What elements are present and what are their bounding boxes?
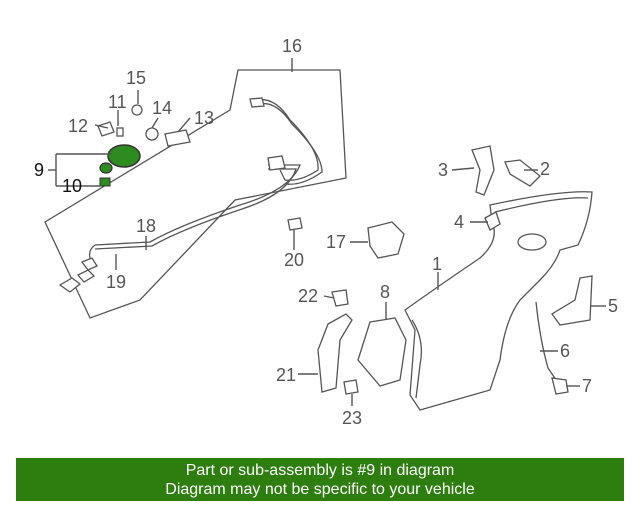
filler-pocket-17 bbox=[367, 221, 405, 259]
callout-12: 12 bbox=[68, 116, 88, 136]
clip-7 bbox=[551, 377, 569, 395]
callout-13: 13 bbox=[194, 108, 214, 128]
callout-6: 6 bbox=[560, 341, 570, 361]
callout-23: 23 bbox=[342, 408, 362, 428]
callout-14: 14 bbox=[152, 98, 172, 118]
callout-5: 5 bbox=[608, 296, 618, 316]
bolt-20 bbox=[287, 217, 303, 231]
bracket-4 bbox=[484, 211, 501, 231]
callout-9: 9 bbox=[34, 160, 44, 180]
callout-10: 10 bbox=[62, 176, 82, 196]
info-banner: Part or sub-assembly is #9 in diagram Di… bbox=[16, 458, 624, 501]
callout-20: 20 bbox=[284, 250, 304, 270]
callout-labels: 1 2 3 4 5 6 7 8 9 10 11 12 13 14 15 16 1… bbox=[34, 36, 618, 428]
clip-22 bbox=[331, 289, 349, 307]
banner-line-2: Diagram may not be specific to your vehi… bbox=[165, 481, 475, 498]
cable-end-fittings bbox=[58, 257, 98, 293]
release-cable bbox=[85, 97, 323, 269]
callout-1: 1 bbox=[432, 254, 442, 274]
cable-inset-panel bbox=[44, 69, 347, 319]
bracket-21 bbox=[317, 313, 353, 393]
upper-brackets bbox=[471, 145, 541, 196]
callout-8: 8 bbox=[380, 282, 390, 302]
banner-line-1: Part or sub-assembly is #9 in diagram bbox=[185, 462, 455, 479]
callout-16: 16 bbox=[282, 36, 302, 56]
rear-bracket-5 bbox=[551, 275, 593, 326]
callout-22: 22 bbox=[298, 286, 318, 306]
callout-17: 17 bbox=[326, 232, 346, 252]
callout-3: 3 bbox=[438, 160, 448, 180]
callout-18: 18 bbox=[136, 216, 156, 236]
quarter-panel bbox=[404, 191, 593, 411]
callout-19: 19 bbox=[106, 272, 126, 292]
callout-7: 7 bbox=[582, 376, 592, 396]
callout-11: 11 bbox=[108, 92, 127, 112]
trim-strip-6 bbox=[535, 301, 557, 381]
callout-2: 2 bbox=[540, 159, 550, 179]
fuel-filler-door bbox=[99, 144, 141, 187]
callout-21: 21 bbox=[276, 365, 296, 385]
callout-15: 15 bbox=[126, 68, 146, 88]
small-hardware bbox=[97, 104, 191, 147]
bolt-23 bbox=[343, 379, 359, 395]
housing-8 bbox=[357, 317, 407, 387]
callout-4: 4 bbox=[454, 212, 464, 232]
leader-lines bbox=[48, 58, 606, 406]
